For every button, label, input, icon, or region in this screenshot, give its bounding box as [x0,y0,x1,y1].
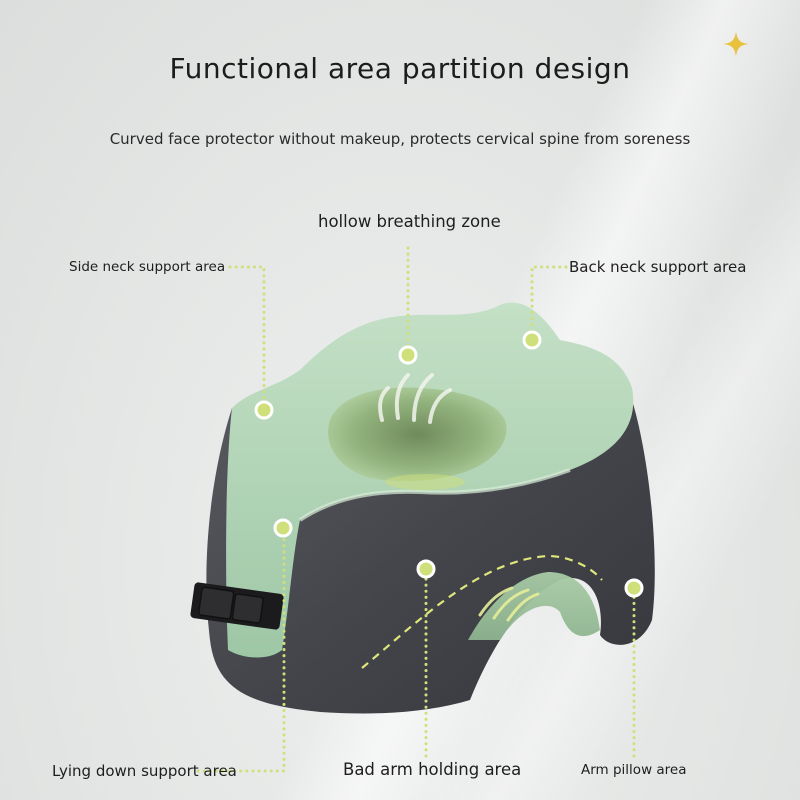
label-arm-pillow-area: Arm pillow area [581,762,687,778]
leader-back-neck [530,265,568,340]
label-lying-down-support-area: Lying down support area [52,762,237,780]
label-bad-arm-holding-area: Bad arm holding area [343,760,522,779]
page-subtitle: Curved face protector without makeup, pr… [109,130,691,148]
breathing-hole [328,387,507,482]
dot-hollow-breathing [398,345,418,365]
leader-lying-down [196,526,286,773]
label-back-neck-support-area: Back neck support area [569,258,747,276]
buckle-icon [190,582,284,630]
dot-arm-pillow [624,578,644,598]
sparkle-icon [723,31,749,57]
leader-side-neck [228,265,266,410]
pillow-arch-opening [468,572,600,640]
arch-airflow-arrows-icon [478,586,540,622]
callout-dots [254,330,644,598]
dot-lying-down [273,518,293,538]
page-title: Functional area partition design [169,52,631,85]
airflow-arrows-icon [378,373,452,424]
dot-back-neck [522,330,542,350]
dot-side-neck [254,400,274,420]
dot-bad-arm [416,559,436,579]
label-hollow-breathing-zone: hollow breathing zone [318,212,501,231]
label-side-neck-support-area: Side neck support area [69,259,226,275]
